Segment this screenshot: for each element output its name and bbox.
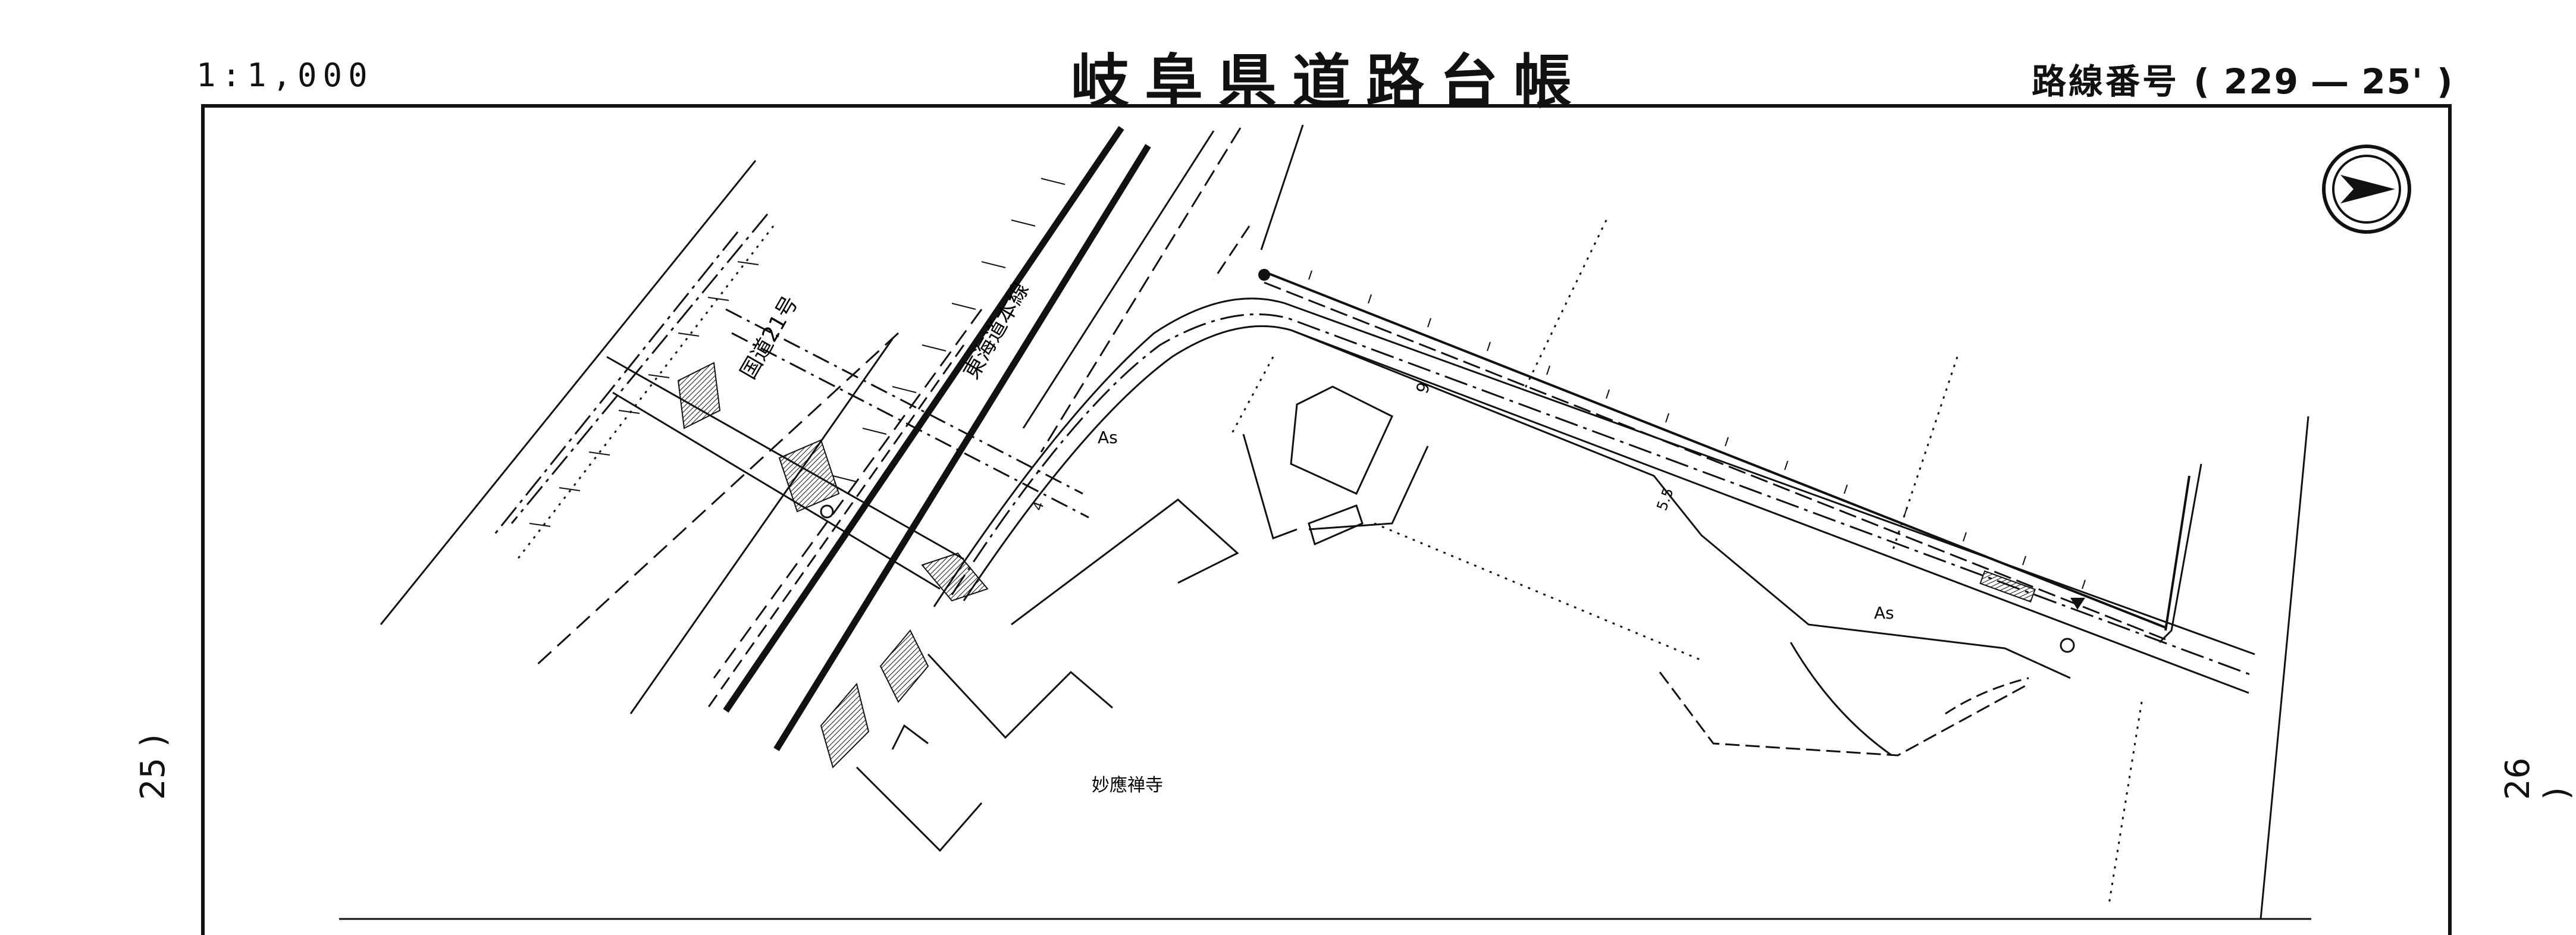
width-4-label: 4 (1030, 500, 1047, 513)
median-hatch (1979, 570, 2036, 603)
boundary-dotted-2 (1891, 356, 1958, 554)
side-road-right (2158, 463, 2202, 644)
national-road-line-3 (629, 338, 894, 714)
width-6-label: 6 (1411, 379, 1433, 396)
main-road-edge-upper (1261, 269, 2166, 629)
boundary-dotted-5 (1230, 356, 1274, 435)
right-boundary-line (2260, 416, 2309, 920)
embankment-lower (1659, 672, 2029, 757)
property-line-b (1308, 445, 1429, 531)
temple-lot-2 (927, 653, 1113, 739)
national-road-edge-dash (534, 332, 900, 667)
main-road-edge-lower (933, 297, 2255, 655)
railway-track-1 (723, 125, 1124, 713)
triangle-marker (2070, 598, 2085, 610)
national-road-center-1 (510, 214, 769, 524)
route-prefix: 路線番号 (2032, 61, 2180, 102)
route-number: 路線番号 ( 229 ― 25' ) (2032, 54, 2454, 103)
survey-point-marker-3 (2060, 638, 2075, 653)
main-road-edge-lower-2 (963, 325, 2249, 694)
crossing-road-center-2 (731, 332, 1089, 519)
embankment-curve (1790, 642, 1892, 757)
building-2 (1308, 504, 1364, 546)
property-line-a (1242, 434, 1298, 539)
national-road-edge-dash-2 (713, 309, 983, 679)
road-edge-top (1260, 124, 1304, 250)
embankment-curve-2 (1945, 677, 2029, 715)
boundary-dotted-left (516, 225, 775, 560)
crossing-road-edge-2 (612, 391, 941, 590)
railway-label: 東海道本線 (959, 278, 1034, 383)
crossing-road-center (725, 308, 1083, 495)
boundary-dotted-3 (1374, 522, 1702, 661)
embankment-line-2 (1040, 127, 1242, 453)
temple-lot-1 (1011, 498, 1239, 626)
survey-point-marker-2 (820, 504, 834, 519)
right-vertical-edge (2164, 475, 2190, 631)
survey-point-marker (1258, 269, 1270, 281)
national-road-center-2 (493, 231, 739, 536)
asphalt-label-1: As (1098, 428, 1118, 447)
boundary-dotted-4 (2108, 701, 2143, 905)
embankment-line-1 (1022, 130, 1215, 429)
side-road-edge (1290, 329, 2071, 679)
map-frame (201, 104, 2452, 935)
road-edge-ticks (1308, 270, 2086, 589)
temple-label: 妙應禅寺 (1092, 775, 1163, 796)
national-road-edge-outer (380, 160, 757, 625)
main-road-centerline (951, 313, 2252, 676)
map-scale: 1:1,000 (196, 57, 374, 94)
railway-track-2 (773, 144, 1151, 751)
road-edge-top-dash (1212, 225, 1251, 280)
north-arrow-icon (2322, 145, 2411, 234)
width-5-5-label: 5.5 (1653, 486, 1676, 513)
boundary-dotted-1 (1522, 219, 1607, 393)
main-road-edge-upper-dash (1264, 281, 2166, 641)
national-road-label: 国道21号 (736, 292, 803, 384)
temple-lot-4 (891, 724, 929, 750)
building-1 (1290, 385, 1393, 495)
asphalt-label-2: As (1874, 603, 1894, 623)
route-number-value: ( 229 ― 25' ) (2193, 61, 2454, 102)
slope-ticks (529, 178, 1066, 527)
temple-lot-3 (855, 766, 983, 852)
